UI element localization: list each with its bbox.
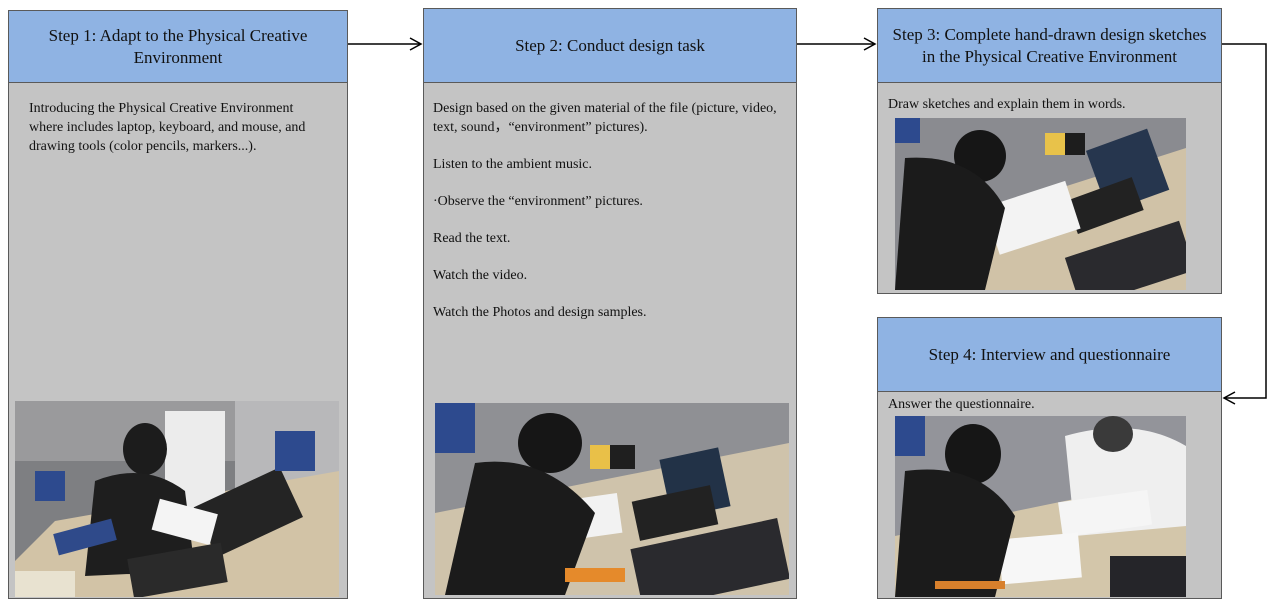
step-4-title: Step 4: Interview and questionnaire (928, 344, 1171, 364)
step-4-body: Answer the questionnaire. (877, 391, 1222, 599)
step-2-body: Design based on the given material of th… (423, 82, 797, 599)
step-3-header: Step 3: Complete hand-drawn design sketc… (877, 8, 1222, 83)
step-4-header: Step 4: Interview and questionnaire (877, 317, 1222, 392)
step-3-item: Draw sketches and explain them in words. (888, 97, 1126, 112)
arrow-step1-to-step2 (348, 37, 423, 51)
step-3-photo-image (895, 118, 1186, 290)
arrow-step3-to-step4 (1222, 43, 1267, 405)
step-1-body: Introducing the Physical Creative Enviro… (8, 82, 348, 599)
step-2-text: Design based on the given material of th… (433, 99, 788, 340)
arrow-step2-to-step3 (797, 37, 877, 51)
step-2-photo (435, 403, 789, 595)
step-4-photo (895, 416, 1186, 597)
step-2-item: Watch the video. (433, 268, 528, 283)
step-4-text: Answer the questionnaire. (888, 395, 1218, 432)
step-1-header: Step 1: Adapt to the Physical Creative E… (8, 10, 348, 83)
step-1-text: Introducing the Physical Creative Enviro… (29, 99, 329, 174)
step-1-photo-image (15, 401, 339, 597)
step-4-photo-image (895, 416, 1186, 597)
step-3-body: Draw sketches and explain them in words. (877, 82, 1222, 294)
step-3-text: Draw sketches and explain them in words. (888, 95, 1218, 132)
step-2-item: ·Observe the “environment” pictures. (433, 194, 643, 209)
step-2-item: Watch the Photos and design samples. (433, 305, 647, 320)
step-2-item: Design based on the given material of th… (433, 101, 777, 135)
step-2-item: Listen to the ambient music. (433, 157, 593, 172)
step-2-title: Step 2: Conduct design task (515, 35, 705, 55)
step-1-item: Introducing the Physical Creative Enviro… (29, 101, 306, 154)
step-2-item: Read the text. (433, 231, 511, 246)
step-3-photo (895, 118, 1186, 290)
step-1-photo (15, 401, 339, 597)
step-3-title: Step 3: Complete hand-drawn design sketc… (892, 24, 1207, 66)
step-4-item: Answer the questionnaire. (888, 397, 1035, 412)
step-2-photo-image (435, 403, 789, 595)
step-1-title: Step 1: Adapt to the Physical Creative E… (48, 25, 308, 67)
step-2-header: Step 2: Conduct design task (423, 8, 797, 83)
